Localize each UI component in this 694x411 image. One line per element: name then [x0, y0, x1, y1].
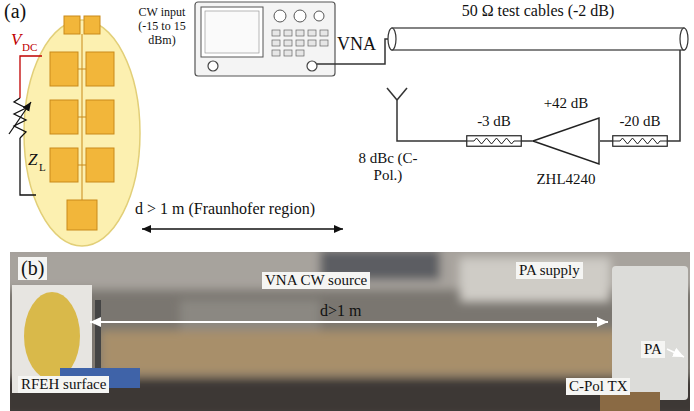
panel-letter: (b)	[18, 257, 47, 280]
attenuator-symbol	[612, 135, 668, 147]
node-label: -20 dB	[619, 113, 660, 130]
panel-letter: (a)	[4, 0, 26, 23]
rfeh-surface	[24, 16, 140, 246]
photo-tag: PA	[641, 341, 665, 358]
rf-connector	[379, 39, 388, 64]
attenuator: -20 dB	[612, 113, 668, 149]
photo	[10, 252, 690, 411]
coax-cable: 50 Ω test cables (-2 dB)	[388, 2, 688, 50]
source-note: CW input (-15 to 15 dBm)	[130, 6, 194, 47]
vna-drawing	[195, 2, 379, 76]
signal-name: Z	[28, 150, 37, 170]
rf-connector	[600, 140, 612, 142]
distance-label: d>1 m	[320, 302, 361, 320]
photo-tag: C-Pol TX	[566, 378, 630, 395]
vna-instrument: VNA	[195, 2, 379, 78]
attenuator-symbol	[466, 135, 522, 147]
photo-tag: RFEH surface	[18, 376, 109, 393]
attenuator: -3 dB	[466, 113, 522, 149]
amplifier-symbol	[532, 117, 600, 165]
photo-tag: VNA CW source	[262, 272, 370, 289]
signal-subscript: DC	[22, 41, 37, 54]
load-resistor	[9, 56, 42, 195]
node-label: VNA	[337, 34, 376, 55]
node-label: -3 dB	[477, 113, 511, 130]
antenna-symbol	[387, 88, 466, 141]
node-label: 50 Ω test cables (-2 dB)	[462, 2, 615, 20]
signal-name: V	[11, 30, 21, 50]
gain-note: 8 dBc (C-Pol.)	[356, 150, 420, 185]
photo-tag: PA supply	[516, 262, 583, 279]
rf-connector	[522, 140, 532, 142]
node-label: +42 dB	[544, 95, 589, 112]
amplifier: +42 dB ZHL4240	[532, 95, 600, 193]
cable-drawing	[388, 28, 688, 50]
rf-connector	[668, 50, 680, 141]
signal-subscript: L	[39, 161, 46, 174]
distance-label: d > 1 m (Fraunhofer region)	[125, 200, 325, 218]
distance-arrow	[142, 228, 343, 229]
node-label: ZHL4240	[536, 171, 595, 188]
